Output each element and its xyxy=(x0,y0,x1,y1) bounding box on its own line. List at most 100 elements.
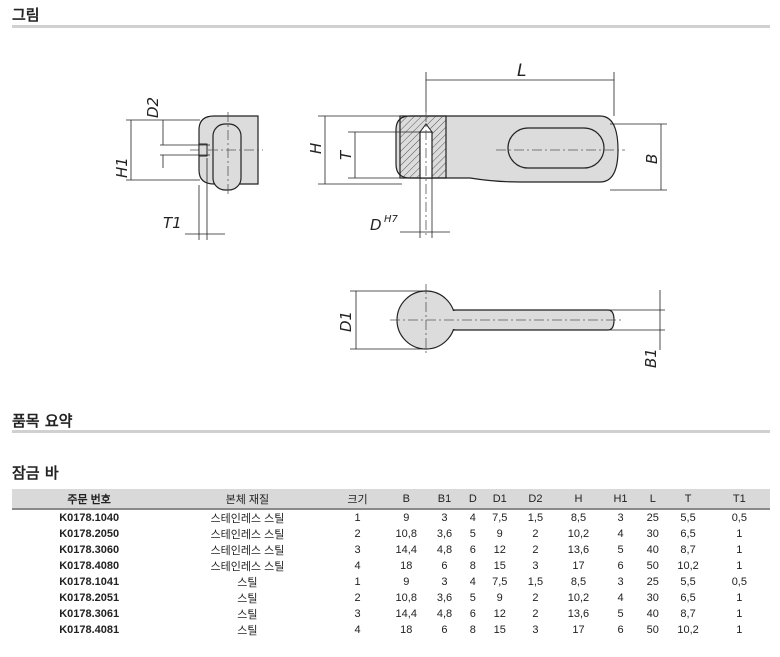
section-title-drawing: 그림 xyxy=(12,6,40,24)
table-cell-t: 10,2 xyxy=(677,560,699,572)
front-view xyxy=(395,112,625,238)
table-cell-h: 8,5 xyxy=(570,576,587,588)
table-cell-d2: 2 xyxy=(532,608,539,620)
dim-label-b: B xyxy=(643,154,661,164)
dim-label-d1: D1 xyxy=(337,311,355,332)
table-cell-b: 9 xyxy=(403,512,410,524)
table-cell-b: 18 xyxy=(400,560,413,572)
table-cell-l: 25 xyxy=(646,576,659,588)
table-cell-order-number: K0178.3060 xyxy=(59,544,120,556)
dim-label-d-tolerance: H7 xyxy=(384,214,399,225)
table-cell-t1: 0,5 xyxy=(731,512,747,524)
table-cell-h1: 4 xyxy=(617,528,624,540)
table-cell-l: 50 xyxy=(646,560,659,572)
table-cell-t1: 1 xyxy=(736,544,743,556)
table-cell-h: 10,2 xyxy=(567,528,590,540)
table-cell-t: 10,2 xyxy=(677,624,699,636)
table-cell-h1: 6 xyxy=(617,560,624,572)
table-cell-l: 30 xyxy=(646,592,659,604)
table-cell-d: 5 xyxy=(469,592,476,604)
table-cell-size: 2 xyxy=(354,528,361,540)
table-cell-order-number: K0178.3061 xyxy=(59,608,120,620)
table-cell-h1: 5 xyxy=(617,544,624,556)
table-cell-d2: 1,5 xyxy=(527,512,544,524)
column-header-b: B xyxy=(386,489,426,510)
table-cell-d1: 12 xyxy=(493,608,506,620)
dim-label-t1: T1 xyxy=(163,214,182,232)
table-cell-h1: 3 xyxy=(617,576,624,588)
table-cell-l: 30 xyxy=(646,528,659,540)
table-cell-t: 6,5 xyxy=(680,528,696,540)
table-cell-h: 13,6 xyxy=(567,608,590,620)
side-view xyxy=(126,112,263,240)
table-cell-h1: 5 xyxy=(617,608,624,620)
table-cell-d: 6 xyxy=(469,608,476,620)
column-header-d1: D1 xyxy=(482,489,517,510)
table-cell-size: 2 xyxy=(354,592,361,604)
table-cell-d: 6 xyxy=(469,544,476,556)
table-cell-h1: 6 xyxy=(617,624,624,636)
table-cell-d1: 15 xyxy=(493,560,506,572)
table-cell-size: 1 xyxy=(354,512,361,524)
table-cell-l: 40 xyxy=(646,608,659,620)
section-title-product: 잠금 바 xyxy=(12,464,59,482)
table-cell-b1: 4,8 xyxy=(436,608,453,620)
table-cell-t: 5,5 xyxy=(680,576,696,588)
table-cell-d: 8 xyxy=(469,624,476,636)
table-cell-d2: 3 xyxy=(532,560,539,572)
table-cell-body-material: 스테인레스 스틸 xyxy=(210,561,285,573)
table-cell-d1: 15 xyxy=(493,624,506,636)
table-cell-order-number: K0178.1040 xyxy=(59,512,120,524)
table-cell-body-material: 스틸 xyxy=(237,625,258,637)
table-cell-size: 1 xyxy=(354,576,361,588)
table-cell-t1: 1 xyxy=(736,592,743,604)
table-cell-d1: 7,5 xyxy=(492,512,508,524)
table-cell-t: 8,7 xyxy=(680,544,696,556)
table-cell-size: 3 xyxy=(354,544,361,556)
table-cell-d: 5 xyxy=(469,528,476,540)
table-cell-b: 10,8 xyxy=(395,528,417,540)
table-cell-l: 25 xyxy=(646,512,659,524)
column-header-order-number: 주문 번호 xyxy=(12,489,167,510)
table-cell-body-material: 스틸 xyxy=(237,577,258,589)
table-cell-d2: 3 xyxy=(532,624,539,636)
table-cell-body-material: 스틸 xyxy=(237,609,258,621)
table-cell-h: 8,5 xyxy=(570,512,587,524)
table-cell-b: 14,4 xyxy=(395,544,417,556)
table-cell-h: 17 xyxy=(572,560,585,572)
section-title-summary: 품목 요약 xyxy=(12,412,73,430)
dim-label-h: H xyxy=(307,143,325,154)
table-cell-l: 40 xyxy=(646,544,659,556)
table-cell-h: 17 xyxy=(572,624,585,636)
section-divider xyxy=(12,25,770,28)
section-divider xyxy=(12,430,770,433)
table-cell-b1: 3 xyxy=(441,576,448,588)
table-cell-t: 6,5 xyxy=(680,592,696,604)
table-cell-d1: 9 xyxy=(496,528,503,540)
table-cell-order-number: K0178.1041 xyxy=(59,576,120,588)
column-header-l: L xyxy=(638,489,668,510)
column-header-t1: T1 xyxy=(708,489,770,510)
table-cell-t1: 1 xyxy=(736,528,743,540)
table-cell-order-number: K0178.4080 xyxy=(59,560,120,572)
table-cell-size: 3 xyxy=(354,608,361,620)
dim-label-d2: D2 xyxy=(144,97,162,118)
table-cell-body-material: 스테인레스 스틸 xyxy=(210,529,285,541)
table-cell-b1: 6 xyxy=(441,560,448,572)
table-cell-h: 13,6 xyxy=(567,544,590,556)
table-cell-d: 4 xyxy=(469,512,476,524)
table-cell-l: 50 xyxy=(646,624,659,636)
column-header-t: T xyxy=(667,489,709,510)
table-cell-body-material: 스틸 xyxy=(237,593,258,605)
table-cell-d1: 12 xyxy=(493,544,506,556)
table-cell-body-material: 스테인레스 스틸 xyxy=(210,513,285,525)
column-header-d: D xyxy=(463,489,483,510)
table-cell-d: 4 xyxy=(469,576,476,588)
